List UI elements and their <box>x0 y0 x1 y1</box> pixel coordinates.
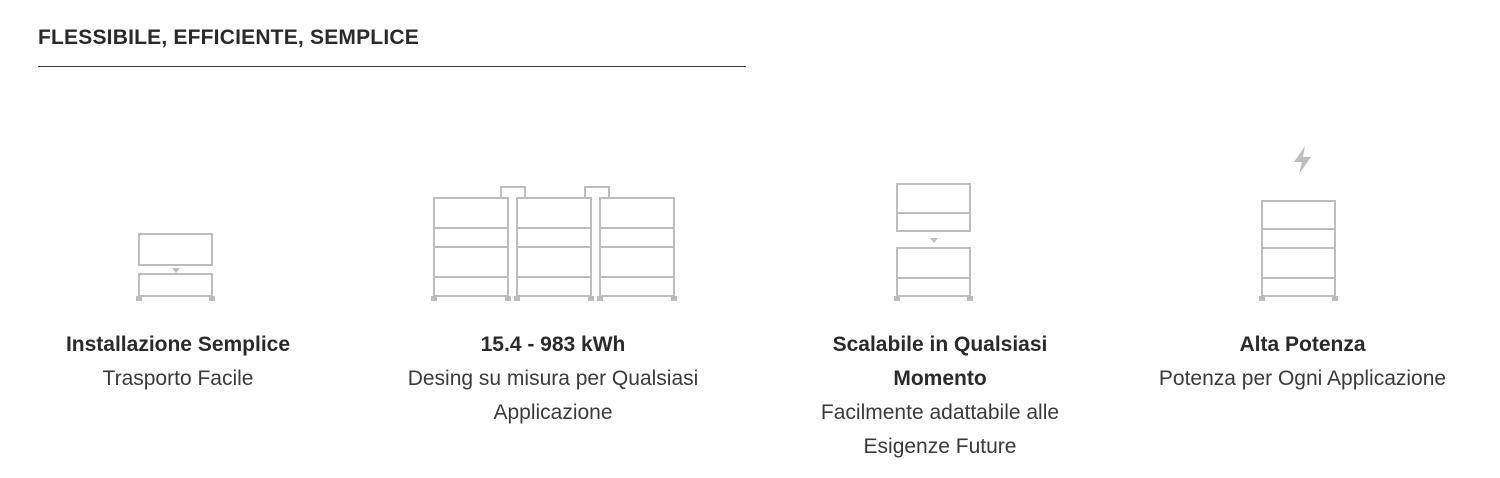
section-title: FLESSIBILE, EFFICIENTE, SEMPLICE <box>38 26 419 49</box>
high-power-battery-icon <box>1259 200 1338 301</box>
feature-capacity-range: 15.4 - 983 kWh Desing su misura per Qual… <box>373 0 733 478</box>
feature-high-power: Alta Potenza Potenza per Ogni Applicazio… <box>1130 0 1475 478</box>
feature-caption: 15.4 - 983 kWh Desing su misura per Qual… <box>373 328 733 430</box>
feature-title: Scalabile in Qualsiasi Momento <box>832 333 1048 390</box>
feature-title: 15.4 - 983 kWh <box>480 333 626 356</box>
feature-easy-installation: Installazione Semplice Trasporto Facile <box>40 0 316 478</box>
single-battery-module-icon <box>136 233 215 301</box>
feature-subtitle: Trasporto Facile <box>102 367 254 390</box>
feature-title: Alta Potenza <box>1239 333 1366 356</box>
feature-caption: Alta Potenza Potenza per Ogni Applicazio… <box>1130 328 1475 396</box>
title-divider <box>38 66 746 67</box>
feature-subtitle: Facilmente adattabile alle Esigenze Futu… <box>820 401 1060 458</box>
connected-battery-cabinets-icon <box>431 186 677 301</box>
stackable-battery-icon <box>894 183 973 301</box>
feature-caption: Scalabile in Qualsiasi Momento Facilment… <box>790 328 1090 464</box>
feature-scalable: Scalabile in Qualsiasi Momento Facilment… <box>790 0 1090 478</box>
feature-subtitle: Potenza per Ogni Applicazione <box>1158 367 1447 390</box>
feature-caption: Installazione Semplice Trasporto Facile <box>40 328 316 396</box>
feature-title: Installazione Semplice <box>65 333 291 356</box>
lightning-bolt-icon <box>1294 146 1311 174</box>
feature-subtitle: Desing su misura per Qualsiasi Applicazi… <box>407 367 699 424</box>
